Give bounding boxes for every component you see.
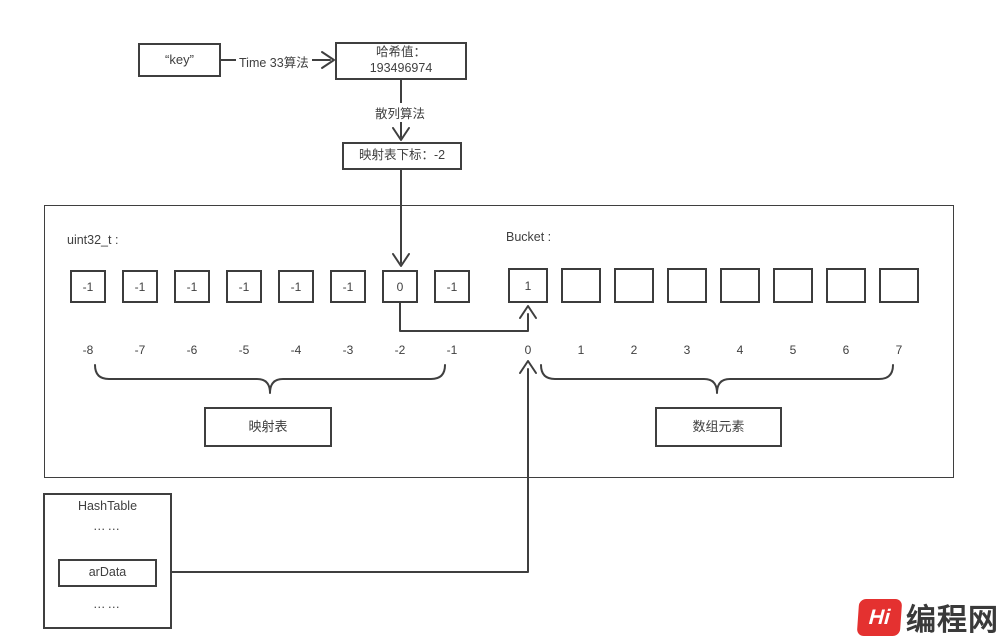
hashtable-dots-top: …… xyxy=(93,519,122,533)
index-label: 7 xyxy=(895,343,903,357)
bucket-brace-label-box: 数组元素 xyxy=(655,407,782,447)
index-label: 4 xyxy=(736,343,744,357)
index-label: 1 xyxy=(577,343,585,357)
bucket-cell xyxy=(667,268,707,303)
index-label: 0 xyxy=(524,343,532,357)
bucket-label: Bucket : xyxy=(506,230,552,244)
bucket-cell xyxy=(614,268,654,303)
array-container-box xyxy=(44,205,954,478)
bucket-cell xyxy=(773,268,813,303)
key-label: “key” xyxy=(165,51,194,67)
index-label: -5 xyxy=(238,343,250,357)
ardata-box: arData xyxy=(58,559,157,587)
mapping-cell-target: 0 xyxy=(382,270,418,303)
index-label: -4 xyxy=(290,343,302,357)
site-logo: Hi 编程网 xyxy=(856,595,999,639)
hashtable-dots-bottom: …… xyxy=(93,597,122,611)
index-label: 5 xyxy=(789,343,797,357)
index-to-cell-arrow xyxy=(392,169,410,267)
hash-algorithm-label: 散列算法 xyxy=(372,103,429,122)
ardata-to-bucket-arrow xyxy=(156,360,537,573)
uint32-label: uint32_t : xyxy=(67,233,119,247)
hash-value-number: 193496974 xyxy=(369,61,433,75)
index-label: 6 xyxy=(842,343,850,357)
mapping-brace-label: 映射表 xyxy=(248,418,288,434)
mapping-cell: -1 xyxy=(122,270,158,303)
index-label: 2 xyxy=(630,343,638,357)
bucket-cell xyxy=(879,268,919,303)
bucket-cell-filled: 1 xyxy=(508,268,548,303)
mapping-cell: -1 xyxy=(434,270,470,303)
index-label: -7 xyxy=(134,343,146,357)
index-label: -3 xyxy=(342,343,354,357)
hashtable-title: HashTable xyxy=(77,499,138,513)
index-label: -1 xyxy=(446,343,458,357)
bucket-cell xyxy=(720,268,760,303)
bucket-cell xyxy=(561,268,601,303)
time33-algorithm-label: Time 33算法 xyxy=(236,52,312,71)
hash-value-box: 哈希值： 193496974 xyxy=(335,42,467,80)
logo-brand-text: 编程网 xyxy=(906,604,999,637)
cell-to-bucket-arrow xyxy=(399,302,537,332)
logo-icon: Hi xyxy=(856,598,903,636)
mapping-cell: -1 xyxy=(330,270,366,303)
index-label: -2 xyxy=(394,343,406,357)
bucket-brace xyxy=(540,364,894,394)
index-label: -6 xyxy=(186,343,198,357)
mapping-cell: -1 xyxy=(174,270,210,303)
index-label: -8 xyxy=(82,343,94,357)
index-label: 3 xyxy=(683,343,691,357)
bucket-cell xyxy=(826,268,866,303)
mapping-cell: -1 xyxy=(226,270,262,303)
map-index-label: 映射表下标：-2 xyxy=(358,148,446,163)
key-box: “key” xyxy=(138,43,221,77)
map-index-box: 映射表下标：-2 xyxy=(342,142,462,170)
bucket-brace-label: 数组元素 xyxy=(692,418,745,434)
mapping-cell: -1 xyxy=(278,270,314,303)
hash-value-title: 哈希值： xyxy=(375,45,426,60)
mapping-brace xyxy=(94,364,446,394)
mapping-brace-label-box: 映射表 xyxy=(204,407,332,447)
mapping-cell: -1 xyxy=(70,270,106,303)
ardata-label: arData xyxy=(88,565,127,580)
